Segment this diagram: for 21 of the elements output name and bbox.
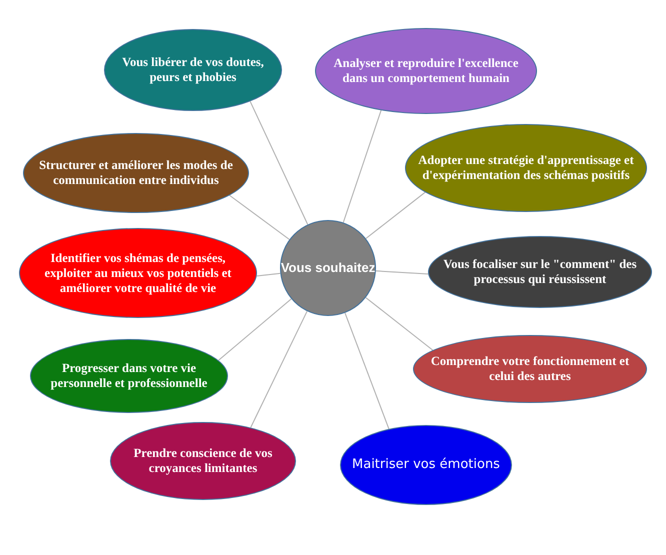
topic-label: Maitriser vos émotions (352, 457, 500, 473)
topic-label: Prendre conscience de vos croyances limitantes (132, 446, 274, 476)
connector-line (365, 192, 426, 239)
center-label: Vous souhaitez (280, 260, 376, 276)
connector-line (342, 110, 382, 223)
topic-label: Structurer et améliorer les modes de communication entre individus (38, 158, 234, 188)
topic-label: Analyser et reproduire l'excellence dans un comportement humain (332, 56, 520, 86)
topic-label: Progresser dans votre vie personnelle et professionnelle (50, 361, 208, 391)
connector-line (250, 100, 308, 225)
connector-line (256, 272, 281, 276)
topic-label: Vous libérer de vos doutes, peurs et phobies (121, 55, 265, 85)
topic-label: Vous focaliser sur le "comment" des processus qui réussissent (442, 257, 638, 287)
topic-label: Adopter une stratégie d'apprentissage et d'expérimentation des schémas positifs (417, 153, 635, 183)
connector-line (250, 310, 308, 428)
connector-line (375, 270, 429, 274)
connector-line (218, 298, 292, 361)
topic-label: Identifier vos shémas de pensées, exploiter au mieux vos potentiels et améliorer votre qualité de vie (44, 250, 232, 296)
connector-line (365, 297, 434, 351)
connector-line (229, 194, 290, 240)
connector-line (344, 312, 390, 430)
topic-label: Comprendre votre fonctionnement et celui des autres (430, 354, 630, 384)
